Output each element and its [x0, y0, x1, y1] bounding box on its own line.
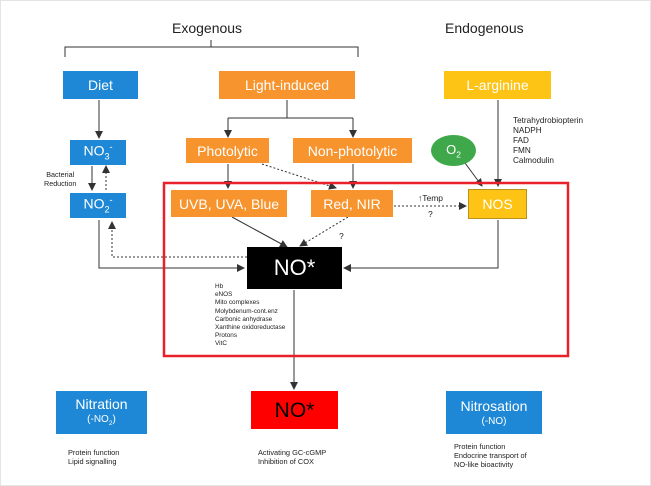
oxygen-bubble: O2: [431, 135, 476, 166]
oxygen-label: O2: [446, 141, 461, 160]
non-photolytic-box: Non-photolytic: [293, 138, 412, 163]
l-arginine-box: L-arginine: [444, 71, 551, 99]
light-split: [228, 100, 353, 119]
no-source-item: VitC: [215, 340, 227, 348]
arrow-red-no: [299, 216, 349, 247]
no-source-item: Mito complexes: [215, 299, 260, 307]
red-nir-label: Red, NIR: [323, 195, 381, 212]
nitration-sublabel: (-NO2): [87, 414, 116, 428]
no-source-item: eNOS: [215, 291, 233, 299]
light-induced-box: Light-induced: [219, 71, 355, 99]
uvb-uva-blue-box: UVB, UVA, Blue: [171, 190, 287, 217]
cofactor-item: Tetrahydrobiopterin: [513, 116, 584, 125]
outcome-item: Inhibition of COX: [258, 457, 314, 467]
light-induced-label: Light-induced: [244, 77, 330, 93]
temp-label: ↑Temp: [418, 193, 444, 203]
cofactor-item: FAD: [513, 136, 529, 145]
arrow-uvb-no: [231, 216, 288, 248]
uvb-label: UVB, UVA, Blue: [178, 195, 280, 212]
diet-box: Diet: [63, 71, 138, 99]
nitration-outcomes: Protein function Lipid signalling: [68, 448, 119, 466]
temp-question-label: ?: [428, 209, 433, 219]
no-outcomes: Activating GC-cGMP Inhibition of COX: [258, 448, 326, 466]
outcome-item: Lipid signalling: [68, 457, 117, 467]
diet-label: Diet: [88, 77, 113, 93]
no-source-list: Hb eNOS Mito complexes Molybdenum-cont.e…: [215, 283, 285, 349]
outcome-item: Protein function: [68, 448, 120, 457]
nitration-title: Nitration: [75, 396, 128, 413]
nitrosation-outcomes: Protein function Endocrine transport of …: [454, 442, 527, 470]
no-star-bottom-box: NO*: [251, 391, 338, 429]
photolytic-label: Photolytic: [197, 142, 258, 159]
bacterial-reduction-label: Bacterial Reduction: [44, 170, 77, 188]
l-arginine-label: L-arginine: [466, 77, 529, 93]
outcome-item: Endocrine transport of: [454, 451, 527, 461]
cofactor-item: NADPH: [513, 126, 542, 135]
no-star-center-box: NO*: [247, 247, 342, 289]
photolytic-box: Photolytic: [186, 138, 269, 163]
arrow-nos-no: [343, 220, 499, 272]
nitrosation-box: Nitrosation (-NO): [446, 391, 542, 434]
nos-box: NOS: [468, 189, 527, 219]
endogenous-header: Endogenous: [445, 20, 524, 36]
no-source-item: Xanthine oxidoreductase: [215, 324, 286, 332]
non-photolytic-label: Non-photolytic: [307, 142, 398, 159]
no3-label: NO3-: [83, 142, 113, 162]
no-source-item: Molybdenum-cont.enz: [215, 307, 278, 315]
no2-label: NO2-: [83, 195, 113, 215]
outcome-item: Activating GC-cGMP: [258, 448, 327, 457]
no-star-bottom-label: NO*: [274, 398, 315, 422]
outcome-item: NO-like bioactivity: [454, 460, 514, 470]
no-source-item: Carbonic anhydrase: [215, 315, 273, 323]
arrow-no2-no: [98, 220, 245, 272]
exogenous-brace: [64, 40, 359, 57]
red-nir-box: Red, NIR: [311, 190, 393, 217]
outcome-item: Protein function: [454, 442, 506, 451]
exogenous-header: Exogenous: [172, 20, 243, 36]
cofactor-item: FMN: [513, 146, 531, 155]
cofactor-list: Tetrahydrobiopterin NADPH FAD FMN Calmod…: [513, 116, 583, 166]
no-source-item: Protons: [215, 332, 238, 340]
nitrosation-sublabel: (-NO): [481, 415, 507, 427]
red-question-label: ?: [339, 231, 344, 241]
arrow-no-no2: [108, 221, 259, 258]
no-star-center-label: NO*: [273, 255, 316, 280]
no-source-item: Hb: [215, 283, 224, 290]
no3-box: NO3-: [70, 140, 126, 165]
no2-box: NO2-: [70, 193, 126, 218]
nos-label: NOS: [482, 196, 513, 212]
highlight-frame: [162, 181, 570, 358]
cofactor-item: Calmodulin: [513, 156, 554, 165]
nitrosation-title: Nitrosation: [460, 397, 528, 414]
arrow-photolytic-red: [261, 163, 337, 190]
nitration-box: Nitration (-NO2): [56, 391, 147, 434]
